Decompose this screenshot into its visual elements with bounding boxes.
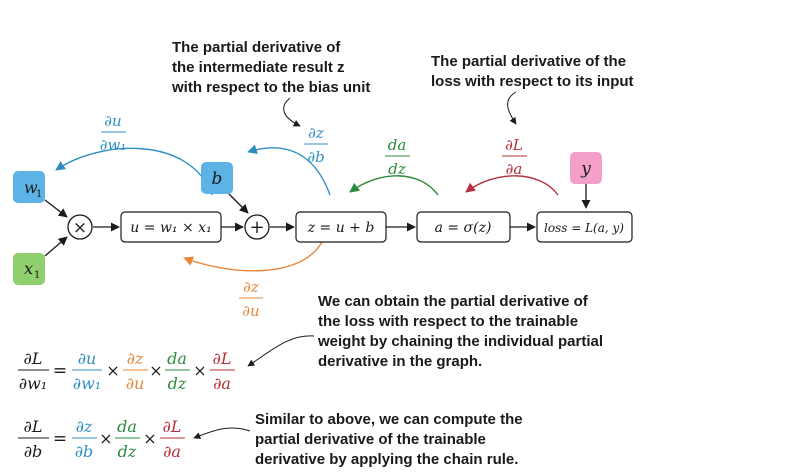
- edge-w1-multiply: [44, 199, 68, 218]
- annotation-bias-line-2: the intermediate result z: [172, 59, 345, 76]
- annotation-weight: We can obtain the partial derivative of …: [317, 293, 603, 370]
- annotation-bias-pointer: [283, 97, 301, 127]
- input-x1: x 1: [13, 253, 45, 285]
- frac-du-dw: ∂u ∂w₁: [100, 112, 127, 154]
- multiply-operator-symbol: ×: [73, 218, 87, 238]
- node-a-label: a = σ(z): [435, 220, 492, 236]
- input-b: b: [201, 162, 233, 194]
- edge-x1-multiply: [44, 236, 68, 257]
- annotation-bias-line-3: with respect to the bias unit: [171, 79, 370, 96]
- eq2-lhs-den: ∂b: [24, 442, 43, 461]
- annotation-weight-line-1: We can obtain the partial derivative of: [318, 293, 589, 310]
- eq1-equals: =: [53, 361, 67, 381]
- frac-da-dz-den: dz: [388, 160, 406, 178]
- frac-da-dz: da dz: [385, 136, 410, 178]
- frac-dz-du-den: ∂u: [242, 302, 259, 320]
- edge-b-add: [228, 193, 249, 214]
- eq1-t3-den: dz: [168, 374, 187, 393]
- node-z: z = u + b: [295, 211, 387, 243]
- annotation-weight-pointer: [247, 335, 315, 367]
- frac-dz-db-num: ∂z: [308, 124, 324, 142]
- node-loss-label: loss = L(a, y): [544, 221, 624, 235]
- annotation-bias: The partial derivative of the intermedia…: [171, 39, 370, 96]
- annotation-loss: The partial derivative of the loss with …: [431, 53, 634, 90]
- eq1-t4-num: ∂L: [213, 349, 232, 368]
- eq1-lhs-num: ∂L: [24, 349, 43, 368]
- frac-dz-db: ∂z ∂b: [304, 124, 328, 166]
- input-y-label: y: [580, 159, 591, 179]
- eq2-lhs-num: ∂L: [24, 417, 43, 436]
- input-b-label: b: [212, 169, 223, 189]
- node-u: u = w₁ × x₁: [120, 211, 222, 243]
- eq1-t2-den: ∂u: [126, 374, 145, 393]
- input-y: y: [570, 152, 602, 184]
- equation-bias-gradient: ∂L ∂b = ∂z ∂b × da dz × ∂L ∂a: [18, 417, 185, 461]
- eq2-t2-num: da: [117, 417, 137, 436]
- eq2-times-2: ×: [143, 429, 156, 448]
- annotation-weight-line-2: the loss with respect to the trainable: [318, 313, 578, 330]
- eq1-t4-den: ∂a: [213, 374, 231, 393]
- node-z-label: z = u + b: [307, 220, 375, 236]
- annotation-similar-pointer: [193, 427, 251, 439]
- grad-arc-du-dw: [55, 147, 213, 196]
- input-x1-label: x: [24, 259, 33, 278]
- grad-arc-da-dz: [349, 175, 439, 196]
- frac-dl-da: ∂L ∂a: [502, 136, 527, 178]
- frac-dl-da-num: ∂L: [505, 136, 523, 154]
- annotation-weight-line-3: weight by chaining the individual partia…: [317, 333, 603, 350]
- annotation-loss-line-2: loss with respect to its input: [431, 73, 634, 90]
- annotation-loss-pointer: [507, 91, 517, 125]
- input-w1-label: w: [24, 178, 38, 197]
- eq1-t3-num: da: [167, 349, 187, 368]
- eq2-t3-den: ∂a: [163, 442, 181, 461]
- annotation-similar-line-1: Similar to above, we can compute the: [255, 411, 523, 428]
- node-a: a = σ(z): [416, 211, 511, 243]
- frac-dz-db-den: ∂b: [307, 148, 324, 166]
- frac-dz-du-num: ∂z: [243, 278, 259, 296]
- node-loss: loss = L(a, y): [536, 211, 633, 243]
- frac-du-dw-den: ∂w₁: [100, 136, 127, 154]
- frac-du-dw-num: ∂u: [104, 112, 121, 130]
- frac-da-dz-num: da: [388, 136, 407, 154]
- eq2-t1-num: ∂z: [76, 417, 93, 436]
- grad-arc-dz-db: [247, 144, 331, 196]
- eq1-t1-den: ∂w₁: [73, 374, 101, 393]
- eq1-times-1: ×: [106, 361, 119, 380]
- eq1-lhs-den: ∂w₁: [19, 374, 47, 393]
- eq1-t1-num: ∂u: [78, 349, 97, 368]
- input-w1-sub: 1: [36, 189, 42, 200]
- input-x1-sub: 1: [34, 270, 40, 281]
- eq2-t2-den: dz: [118, 442, 137, 461]
- input-w1: w 1: [13, 171, 45, 203]
- eq1-times-2: ×: [149, 361, 162, 380]
- node-u-label: u = w₁ × x₁: [130, 220, 211, 236]
- eq1-t2-num: ∂z: [127, 349, 144, 368]
- eq2-equals: =: [53, 429, 67, 449]
- frac-dl-da-den: ∂a: [506, 160, 523, 178]
- grad-arc-dl-da: [465, 175, 559, 196]
- add-operator: +: [244, 214, 270, 240]
- grad-arc-dz-du: [183, 241, 323, 272]
- annotation-similar-line-3: derivative by applying the chain rule.: [255, 451, 518, 468]
- eq2-times-1: ×: [99, 429, 112, 448]
- annotation-weight-line-4: derivative in the graph.: [318, 353, 482, 370]
- add-operator-symbol: +: [249, 217, 264, 238]
- annotation-similar-line-2: partial derivative of the trainable: [255, 431, 486, 448]
- eq1-times-3: ×: [193, 361, 206, 380]
- equation-weight-gradient: ∂L ∂w₁ = ∂u ∂w₁ × ∂z ∂u × da dz × ∂L ∂a: [18, 349, 235, 393]
- annotation-loss-line-1: The partial derivative of the: [431, 53, 626, 70]
- annotation-similar: Similar to above, we can compute the par…: [255, 411, 523, 468]
- frac-dz-du: ∂z ∂u: [239, 278, 263, 320]
- eq2-t1-den: ∂b: [75, 442, 94, 461]
- multiply-operator: ×: [67, 214, 93, 240]
- annotation-bias-line-1: The partial derivative of: [172, 39, 341, 56]
- eq2-t3-num: ∂L: [163, 417, 182, 436]
